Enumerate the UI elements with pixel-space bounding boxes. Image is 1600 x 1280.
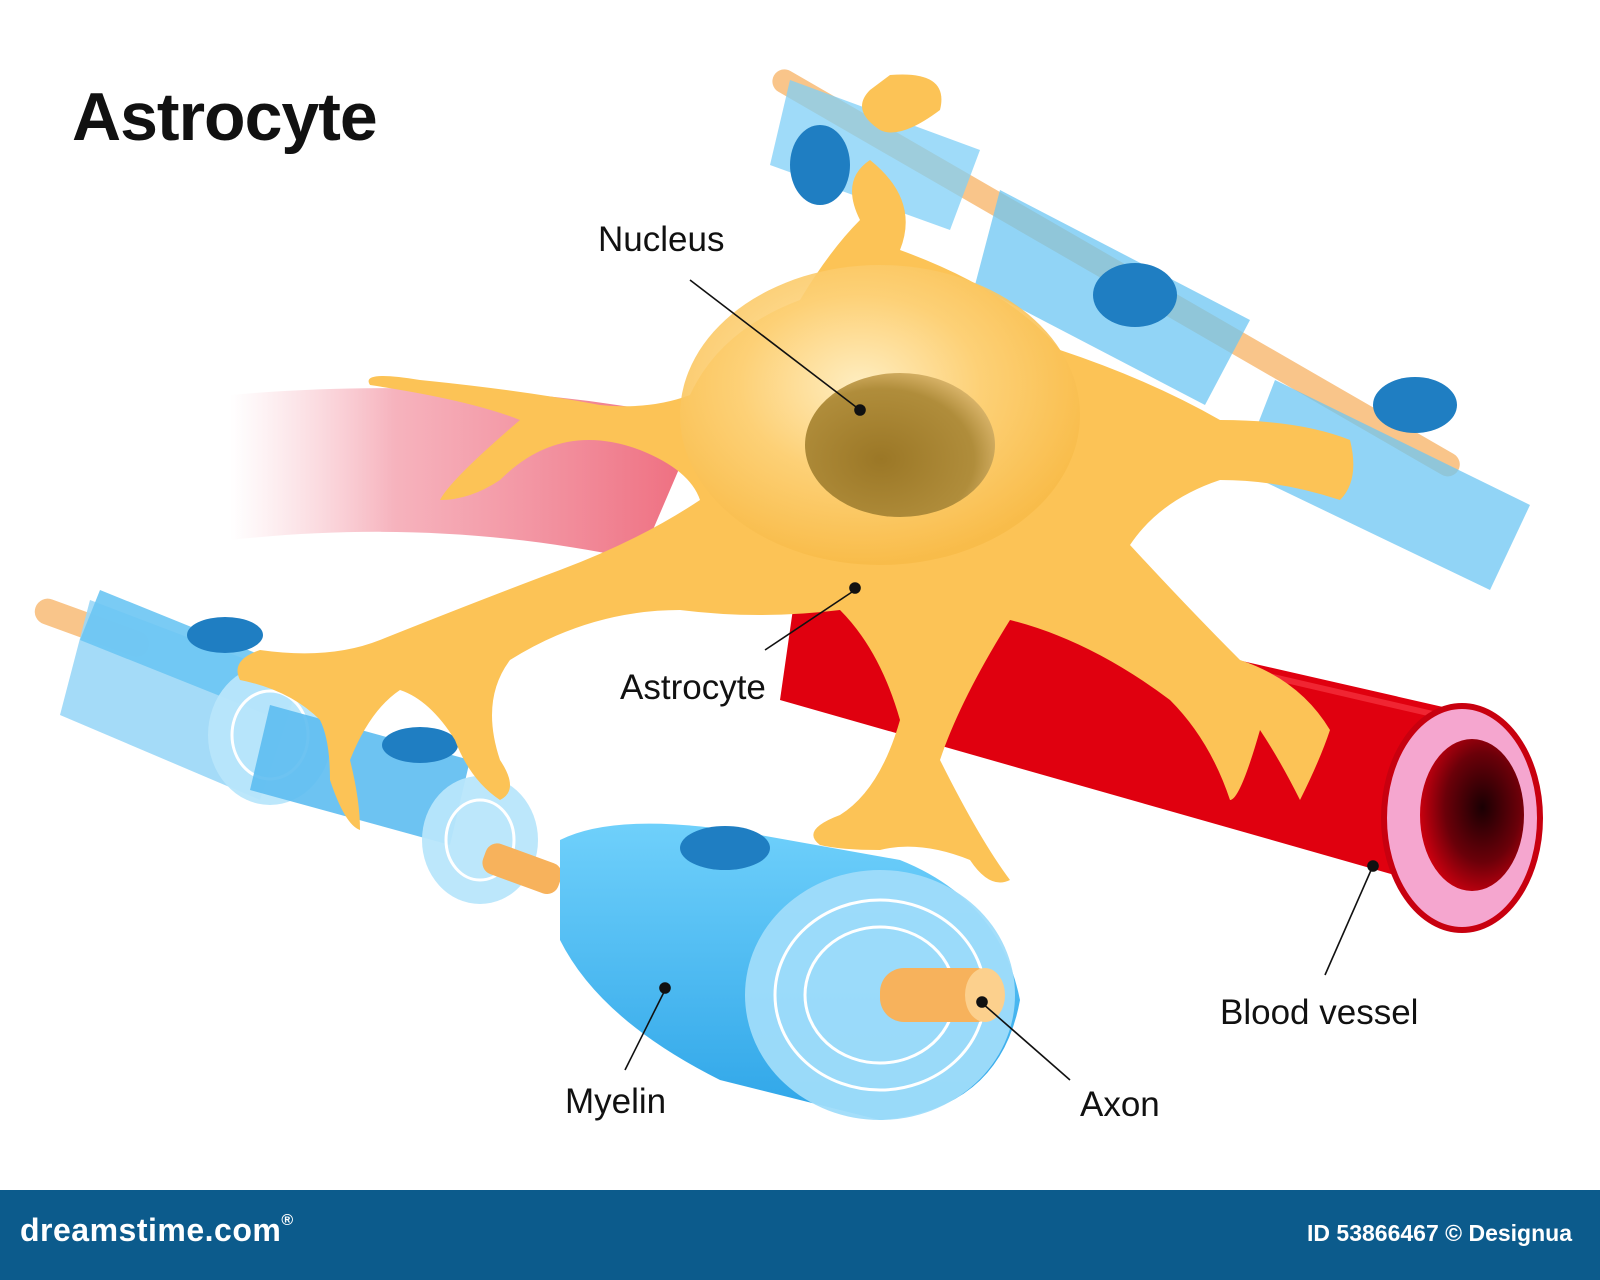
astrocyte-cell bbox=[237, 74, 1354, 883]
myelinated-axon-left bbox=[34, 590, 562, 904]
astrocyte-pointer-dot bbox=[849, 582, 861, 594]
footer-image-id: ID 53866467 © Designua bbox=[1307, 1220, 1572, 1246]
label-blood-vessel: Blood vessel bbox=[1220, 993, 1419, 1032]
schwann-nucleus-4 bbox=[1093, 263, 1177, 327]
label-myelin: Myelin bbox=[565, 1082, 667, 1121]
footer-brand-text: dreamstime.com bbox=[20, 1212, 282, 1248]
footer-brand: dreamstime.com® bbox=[20, 1212, 294, 1249]
astrocyte-diagram bbox=[34, 69, 1543, 1120]
schwann-nucleus-2 bbox=[382, 727, 458, 763]
schwann-nucleus-1 bbox=[187, 617, 263, 653]
diagram-title: Astrocyte bbox=[72, 79, 378, 155]
nucleus-pointer-dot bbox=[854, 404, 866, 416]
axon bbox=[880, 968, 1005, 1022]
blood-vessel-pointer-dot bbox=[1367, 860, 1379, 872]
myelin-nucleus bbox=[680, 826, 770, 870]
leader-lines bbox=[624, 279, 1379, 1081]
label-astrocyte: Astrocyte bbox=[620, 668, 766, 707]
label-nucleus: Nucleus bbox=[598, 220, 725, 259]
blood-vessel-lumen bbox=[1420, 739, 1524, 891]
myelin-pointer-dot bbox=[659, 982, 671, 994]
axon-pointer-dot bbox=[976, 996, 988, 1008]
schwann-nucleus-3 bbox=[790, 125, 850, 205]
myelinated-axon-right bbox=[770, 69, 1530, 590]
astrocyte-nucleus bbox=[805, 373, 995, 517]
registered-mark: ® bbox=[281, 1212, 294, 1229]
schwann-nucleus-5 bbox=[1373, 377, 1457, 433]
footer-bar: dreamstime.com® ID 53866467 © Designua bbox=[0, 1190, 1600, 1280]
label-axon: Axon bbox=[1080, 1085, 1160, 1124]
